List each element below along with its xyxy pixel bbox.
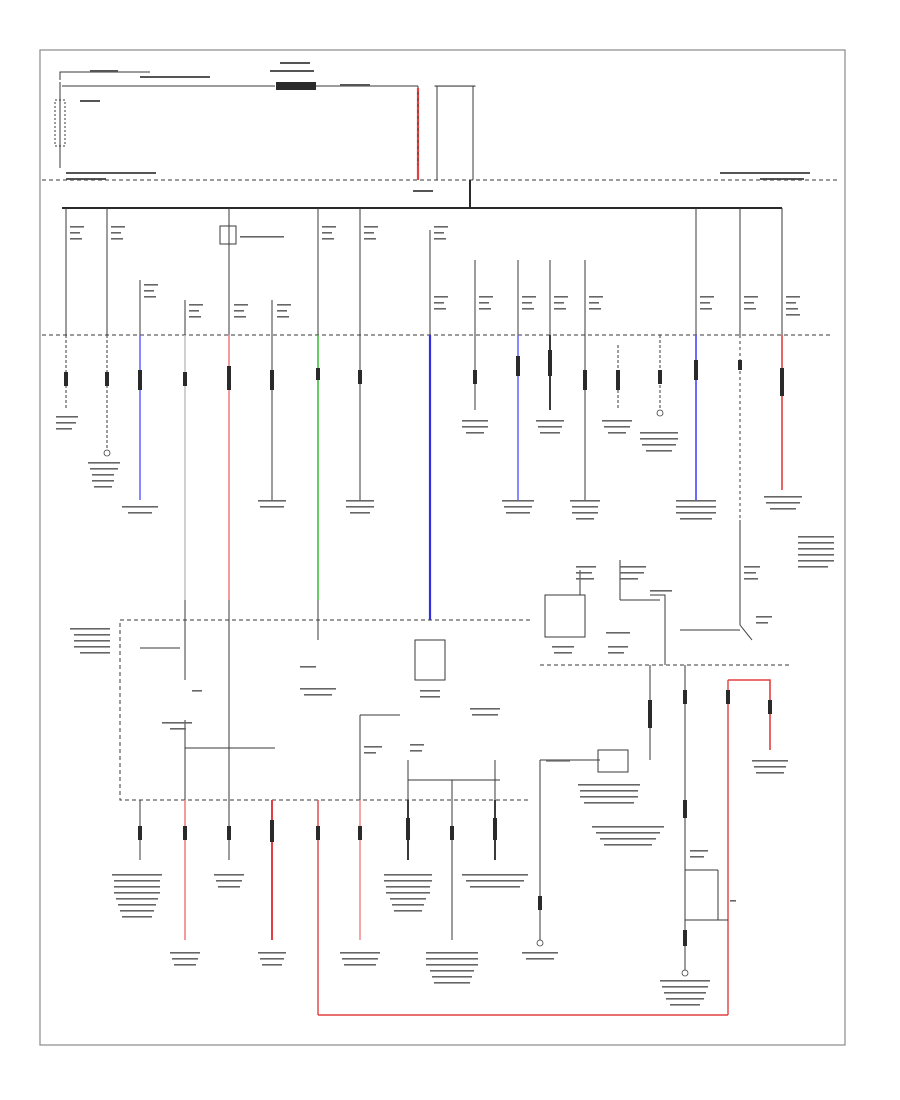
ltr-relay-icon: [414, 639, 446, 681]
right-relay-area: [540, 520, 790, 666]
lower-output-wires: [139, 665, 771, 1016]
fuse-labels: [70, 226, 800, 318]
ground-icon: [681, 969, 689, 977]
upper-output-wires: [65, 335, 783, 620]
battery-icon: [54, 99, 66, 147]
ipjb-labels: [70, 628, 500, 754]
fuse-drops: [65, 208, 783, 335]
instrument-panel-junction-box: [119, 600, 530, 801]
right-relay-labels: [552, 566, 772, 654]
ground-icon: [656, 409, 664, 417]
upper-output-labels: [56, 416, 834, 568]
ground-icon: [103, 449, 111, 457]
connector-markers: [64, 350, 784, 396]
ground-icon: [536, 939, 544, 947]
lower-output-labels: [112, 760, 788, 1006]
diagram-frame: [39, 49, 846, 1046]
combination-switch-icon: [597, 749, 629, 773]
lower-connector-markers: [138, 690, 772, 946]
battery-feed-section: [59, 71, 476, 180]
top-labels: [66, 62, 810, 192]
fusible-link-icon: [276, 82, 316, 90]
fuse-block-connector-icon: [219, 225, 237, 245]
